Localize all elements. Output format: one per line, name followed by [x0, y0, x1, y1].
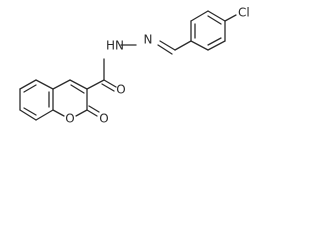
benzo-ring [19, 79, 54, 121]
atom-o-carbonyl: O [116, 83, 125, 97]
atom-n: N [144, 33, 153, 47]
bond-c2-olactone-a [86, 109, 98, 117]
bond-benzo-1 [19, 79, 37, 90]
bond-camide-o-a [103, 79, 117, 88]
bond-o1-c8a [52, 109, 65, 117]
atom-cl: Cl [238, 6, 250, 20]
bond-camide-o-b [101, 83, 115, 92]
bond-c4-c3 [69, 79, 88, 90]
bond-ch-aryl [174, 40, 192, 51]
bond-c2-olactone-b [88, 105, 100, 113]
bond-ph-2 [207, 40, 226, 51]
bond-c8a-c4 [52, 79, 71, 90]
bond-benzo-4 [35, 109, 54, 121]
bond-benzo-5 [19, 109, 37, 121]
atom-o-lactone: O [99, 112, 108, 126]
amide-group [86, 58, 117, 92]
atom-nh: HN [106, 39, 124, 53]
bond-benzo-2 [35, 79, 54, 90]
bond-ph-5 [190, 10, 209, 22]
lactone-carbonyl [86, 105, 100, 117]
hydrazone-chain [120, 40, 192, 55]
bond-benzo-inner-1 [23, 84, 37, 93]
structure-diagram: HN N Cl O O O [19, 6, 250, 126]
bond-ph-inner-1 [207, 37, 222, 46]
bond-ph-4 [207, 10, 226, 22]
bond-c2-o1 [75, 109, 88, 117]
bond-ph-1 [190, 40, 209, 51]
bond-benzo-inner-3 [23, 107, 37, 116]
bond-c4-c3-double [70, 84, 85, 94]
bond-ph-cl [224, 14, 237, 22]
bond-c3-camide [86, 79, 105, 90]
pyranone-ring [52, 79, 88, 117]
bond-n-ch-a [159, 40, 176, 51]
bond-n-ch-b [157, 44, 173, 55]
bond-ph-inner-2 [207, 15, 222, 25]
chlorophenyl-ring [190, 10, 237, 51]
atom-o-ring: O [65, 112, 74, 126]
